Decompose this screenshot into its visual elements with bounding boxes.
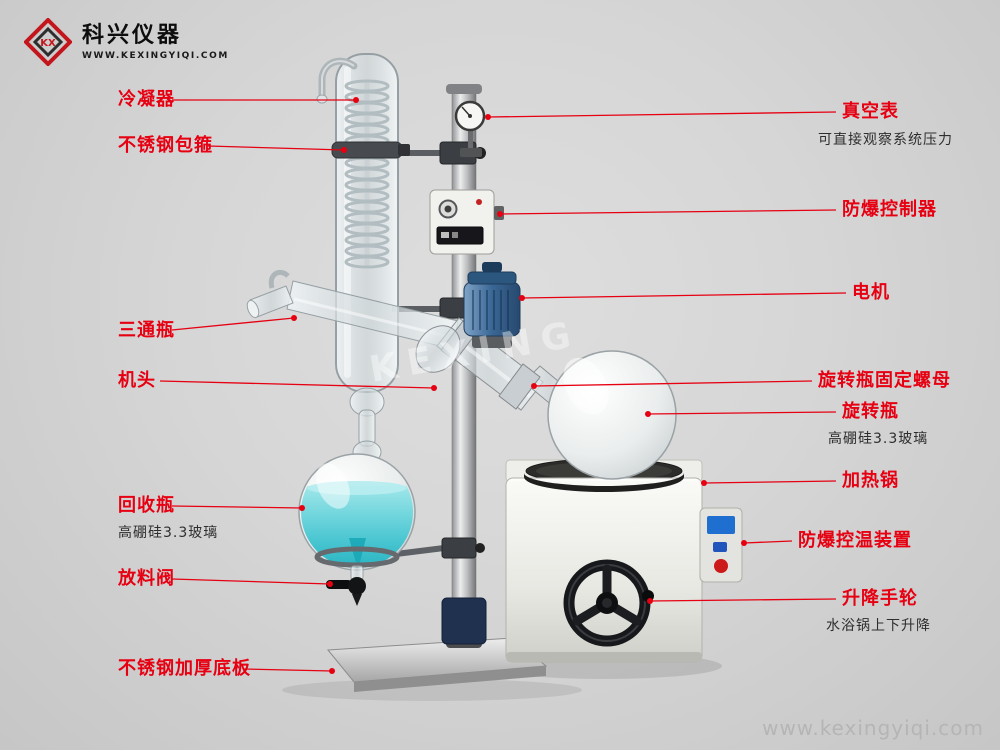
label-recovery-flask: 回收瓶 bbox=[118, 495, 175, 516]
panel-button-red bbox=[714, 559, 728, 573]
condenser bbox=[316, 53, 410, 464]
recovery-liquid bbox=[301, 481, 413, 568]
motor bbox=[463, 262, 521, 348]
steel-band-clamp bbox=[331, 141, 410, 159]
explosion-proof-controller bbox=[429, 189, 504, 255]
controller-display bbox=[436, 226, 484, 245]
leader-lines bbox=[159, 97, 847, 674]
vacuum-gauge bbox=[454, 100, 486, 157]
logo-monogram-text: KX bbox=[40, 38, 56, 49]
discharge-valve bbox=[326, 565, 366, 606]
label-motor: 电机 bbox=[852, 282, 890, 303]
label-lifting-handwheel: 升降手轮 bbox=[842, 588, 918, 609]
label-three-way-flask: 三通瓶 bbox=[118, 320, 175, 341]
label-steel-band-clamp: 不锈钢包箍 bbox=[118, 135, 213, 156]
label-temp-control-device: 防爆控温装置 bbox=[798, 530, 912, 551]
brand-url: WWW.KEXINGYIQI.COM bbox=[82, 50, 229, 61]
label-condenser: 冷凝器 bbox=[118, 89, 175, 110]
sub-recovery-flask-material: 高硼硅3.3玻璃 bbox=[118, 525, 219, 541]
label-machine-head: 机头 bbox=[118, 370, 156, 391]
support-ring bbox=[314, 546, 400, 568]
label-discharge-valve: 放料阀 bbox=[118, 568, 175, 589]
sub-vacuum-gauge-note: 可直接观察系统压力 bbox=[818, 132, 953, 148]
sub-rotary-flask-material: 高硼硅3.3玻璃 bbox=[828, 431, 929, 447]
temp-control-panel bbox=[699, 507, 743, 583]
logo-monogram-icon: KX bbox=[24, 18, 72, 66]
sub-lifting-handwheel-note: 水浴锅上下升降 bbox=[826, 618, 931, 634]
watermark-url: www.kexingyiqi.com bbox=[762, 716, 984, 740]
base-plate bbox=[327, 637, 548, 692]
label-rotary-flask-nut: 旋转瓶固定螺母 bbox=[818, 370, 951, 391]
panel-button-blue bbox=[713, 542, 727, 552]
rotary-flask-nut bbox=[498, 363, 541, 410]
lift-block bbox=[441, 597, 487, 645]
panel-display bbox=[707, 516, 735, 534]
label-explosion-proof-controller: 防爆控制器 bbox=[842, 199, 937, 220]
recovery-flask bbox=[298, 453, 416, 606]
label-rotary-flask: 旋转瓶 bbox=[842, 401, 899, 422]
label-heating-pot: 加热锅 bbox=[842, 470, 899, 491]
label-base-plate: 不锈钢加厚底板 bbox=[118, 658, 251, 679]
label-vacuum-gauge: 真空表 bbox=[842, 101, 899, 122]
three-way-flask bbox=[246, 270, 459, 350]
brand-logo: KX 科兴仪器 WWW.KEXINGYIQI.COM bbox=[24, 18, 229, 66]
lifting-handwheel bbox=[563, 559, 654, 647]
brand-name: 科兴仪器 bbox=[82, 22, 183, 48]
rotary-flask bbox=[498, 350, 684, 492]
